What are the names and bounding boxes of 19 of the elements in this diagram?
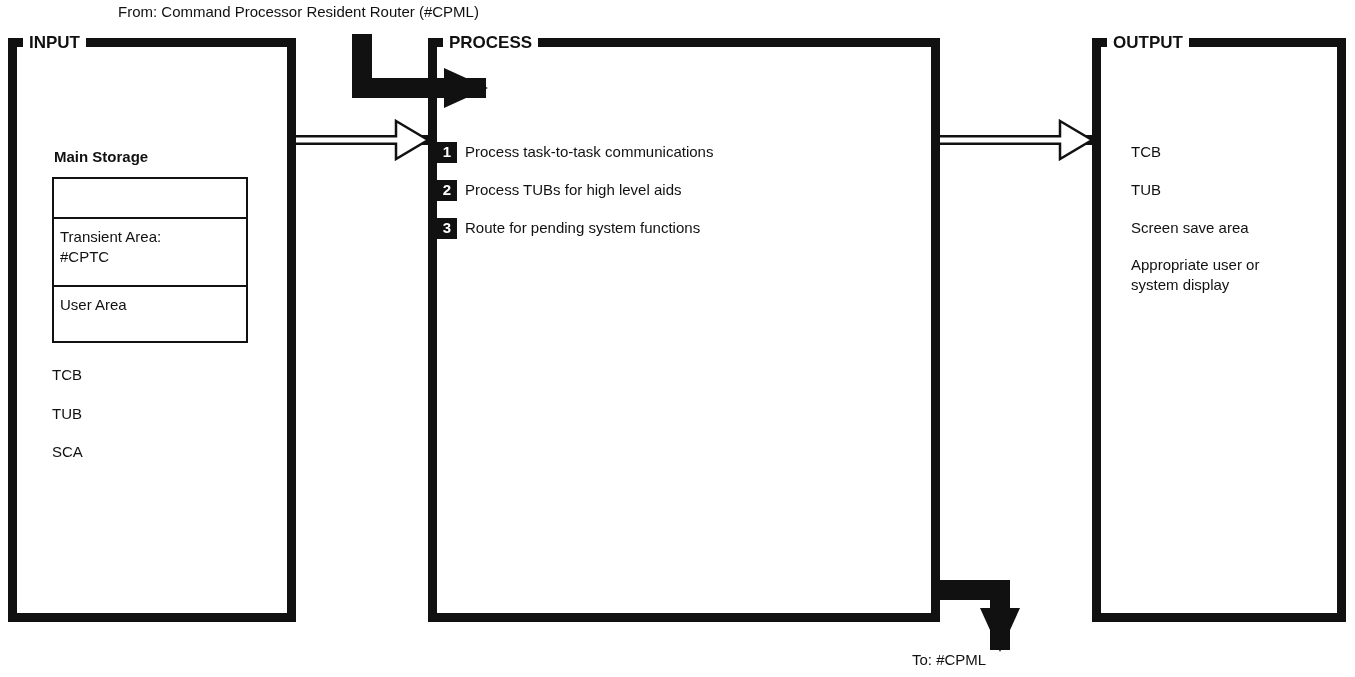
step-description: Process task-to-task communications [465, 142, 714, 162]
step-number: 3 [437, 218, 457, 239]
data-item: TCB [1131, 142, 1162, 162]
data-item: SCA [52, 442, 84, 462]
data-item: TCB [52, 365, 83, 385]
data-item: Screen save area [1131, 218, 1250, 238]
data-item: TUB [1131, 180, 1162, 200]
area-label: User Area [60, 295, 128, 315]
data-item: TUB [52, 404, 83, 424]
flow-label: From: Command Processor Resident Router (#CPML) [118, 2, 478, 24]
step-description: Route for pending system functions [465, 218, 701, 238]
storage-heading: Main Storage [54, 147, 149, 167]
area-label: Transient Area: #CPTC [60, 227, 163, 267]
step-number: 2 [437, 180, 457, 201]
step-description: Process TUBs for high level aids [465, 180, 682, 200]
flow-label: To: #CPML [912, 650, 1012, 672]
thick-arrow [940, 580, 1020, 652]
step-number: 1 [437, 142, 457, 163]
data-item: Appropriate user or system display [1131, 255, 1261, 295]
